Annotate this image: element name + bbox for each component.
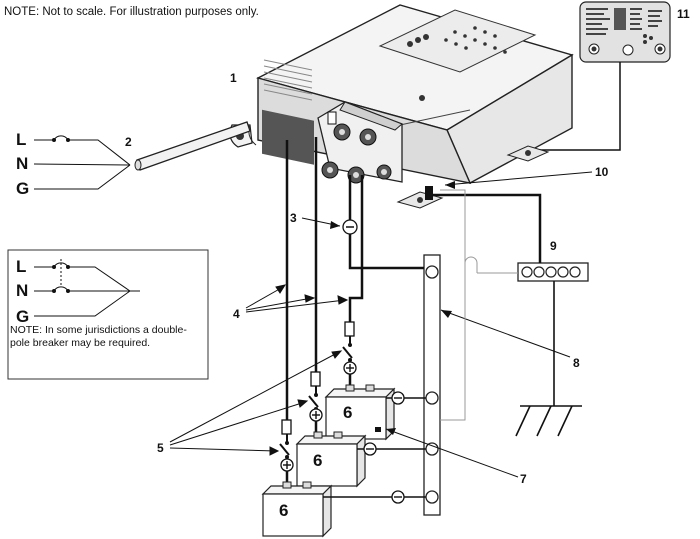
ac-neutral-label: N: [16, 154, 28, 173]
ground-bus-bar: [423, 254, 441, 516]
battery-3: [324, 384, 396, 441]
callout-5-arrows: [169, 350, 343, 456]
enclosure-outline: [440, 189, 518, 421]
dc-positive-leads: [285, 137, 364, 420]
note-double-pole: NOTE: In some jurisdictions a double-pol…: [10, 324, 187, 349]
chassis-ground-wire: [425, 186, 542, 263]
ac-cable: [136, 121, 251, 171]
double-pole-breaker: [34, 259, 140, 317]
ac-ground-label: G: [16, 179, 29, 198]
remote-panel: [579, 1, 671, 63]
battery-3-label: 6: [343, 403, 352, 422]
callout-11: 11: [677, 7, 690, 21]
charger-unit: [229, 4, 574, 209]
box-neutral-label: N: [16, 281, 28, 300]
negative-lead: [342, 175, 424, 270]
note-not-to-scale: NOTE: Not to scale. For illustration pur…: [4, 6, 259, 18]
callout-4: 4: [233, 307, 240, 321]
callout-4-arrows: [245, 284, 349, 313]
box-ground-label: G: [16, 307, 29, 326]
ac-wiring-top: [33, 135, 131, 190]
box-line-label: L: [16, 257, 26, 276]
callout-5: 5: [157, 441, 164, 455]
callout-9: 9: [550, 239, 557, 253]
callout-1: 1: [230, 71, 237, 85]
ac-line-label: L: [16, 130, 26, 149]
note-box: [7, 249, 209, 380]
callout-8: 8: [573, 356, 580, 370]
battery-negative-leads: [323, 391, 426, 504]
chassis-ground-symbol: [515, 281, 582, 437]
callout-3: 3: [290, 211, 297, 225]
battery-1-label: 6: [279, 501, 288, 520]
battery-2: [295, 431, 367, 488]
battery-1: [261, 481, 333, 538]
callout-7: 7: [520, 472, 527, 486]
battery-2-label: 6: [313, 451, 322, 470]
callout-2: 2: [125, 135, 132, 149]
callout-10: 10: [595, 165, 609, 179]
